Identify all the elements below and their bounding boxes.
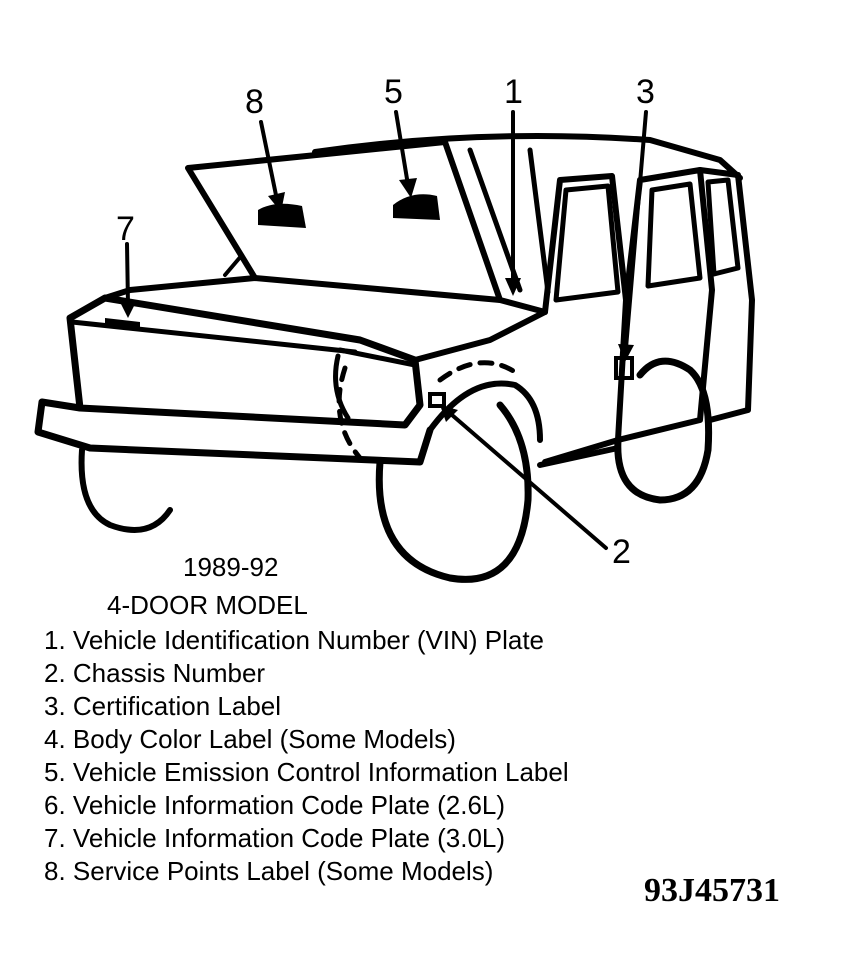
label-8-marker bbox=[258, 203, 306, 228]
legend-item: 4. Body Color Label (Some Models) bbox=[44, 724, 456, 754]
hood-top bbox=[102, 275, 548, 315]
arrowhead-5 bbox=[399, 178, 417, 198]
hood-panel bbox=[185, 139, 503, 303]
arrow-2 bbox=[450, 413, 608, 550]
arrow-3 bbox=[624, 110, 648, 350]
arrow-7 bbox=[125, 242, 130, 307]
legend-item: 8. Service Points Label (Some Models) bbox=[44, 856, 494, 886]
quarter-window bbox=[705, 177, 741, 277]
legend-item: 5. Vehicle Emission Control Information … bbox=[44, 757, 569, 787]
roof-outline bbox=[312, 133, 743, 181]
rocker-panel bbox=[537, 445, 621, 468]
legend-item: 7. Vehicle Information Code Plate (3.0L) bbox=[44, 823, 506, 853]
callout-5: 5 bbox=[384, 73, 403, 111]
callout-numbers: 8 5 1 3 7 2 bbox=[116, 73, 655, 571]
front-wheel-left bbox=[78, 447, 173, 533]
hood-prop-rod bbox=[223, 253, 244, 277]
arrow-5 bbox=[394, 110, 410, 187]
front-window bbox=[553, 183, 621, 303]
headlight bbox=[333, 347, 418, 421]
model-name-caption: 4-DOOR MODEL bbox=[107, 590, 308, 620]
windshield bbox=[467, 147, 551, 295]
label-7-marker bbox=[105, 318, 140, 330]
rear-wheel bbox=[614, 357, 713, 504]
callout-3: 3 bbox=[636, 73, 655, 111]
rear-body bbox=[697, 167, 755, 423]
arrowhead-8 bbox=[268, 192, 285, 212]
legend-item: 1. Vehicle Identification Number (VIN) P… bbox=[44, 625, 545, 655]
rear-door bbox=[615, 167, 715, 443]
callout-7: 7 bbox=[116, 210, 135, 248]
legend-item: 2. Chassis Number bbox=[44, 658, 266, 688]
label-5-marker bbox=[393, 194, 440, 220]
rear-window bbox=[645, 181, 703, 289]
arrowhead-3 bbox=[618, 344, 634, 362]
legend-item: 6. Vehicle Information Code Plate (2.6L) bbox=[44, 790, 506, 820]
callout-2: 2 bbox=[612, 533, 631, 571]
callout-8: 8 bbox=[245, 83, 264, 121]
arrowhead-7 bbox=[120, 302, 136, 318]
leader-arrows bbox=[120, 110, 648, 550]
front-fender bbox=[412, 309, 548, 443]
arrowhead-1 bbox=[505, 278, 521, 296]
vehicle-drawing bbox=[34, 133, 755, 583]
front-door bbox=[542, 173, 629, 465]
arrow-8 bbox=[259, 120, 279, 202]
front-wheel bbox=[375, 401, 532, 583]
arrowhead-2 bbox=[440, 405, 458, 422]
front-fascia bbox=[66, 294, 424, 429]
legend-item: 3. Certification Label bbox=[44, 691, 282, 721]
legend-list: 1. Vehicle Identification Number (VIN) P… bbox=[44, 624, 569, 888]
fender-dashed bbox=[336, 360, 518, 461]
model-years-caption: 1989-92 bbox=[183, 552, 279, 582]
front-bumper bbox=[34, 398, 434, 466]
figure-id: 93J45731 bbox=[644, 872, 780, 909]
label-2-marker bbox=[428, 392, 446, 408]
callout-1: 1 bbox=[504, 73, 523, 111]
